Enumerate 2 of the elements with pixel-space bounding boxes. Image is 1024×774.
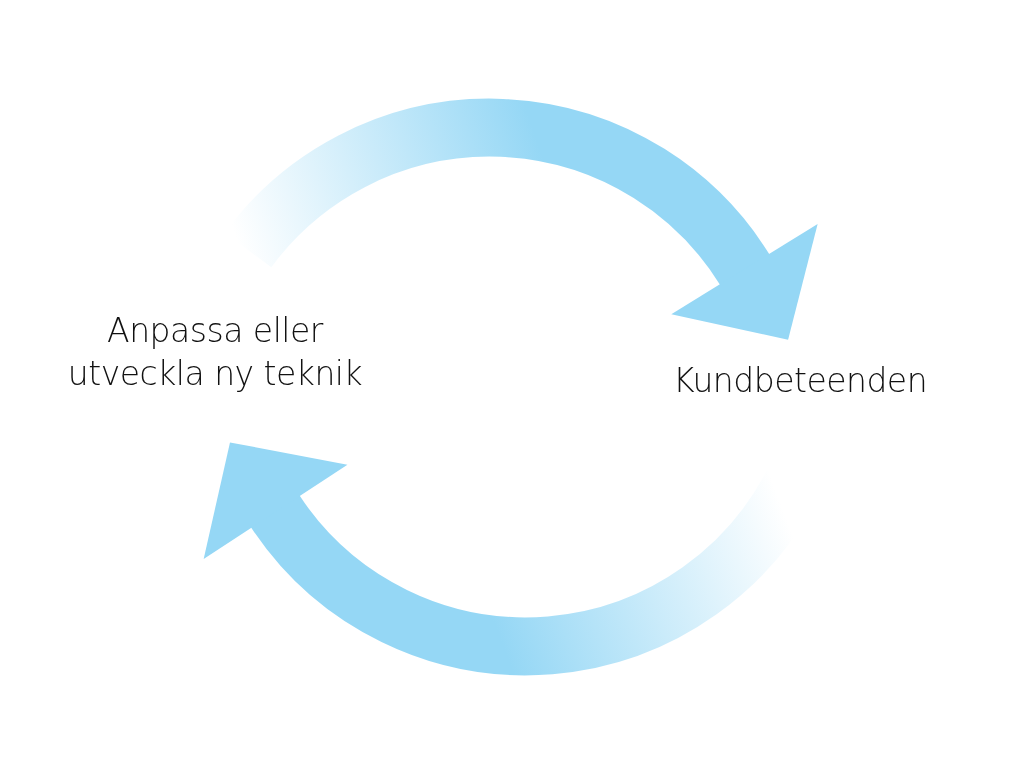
cycle-label: Kundbeteenden bbox=[650, 360, 950, 403]
cycle-label: Anpassa eller utveckla ny teknik bbox=[45, 310, 385, 396]
